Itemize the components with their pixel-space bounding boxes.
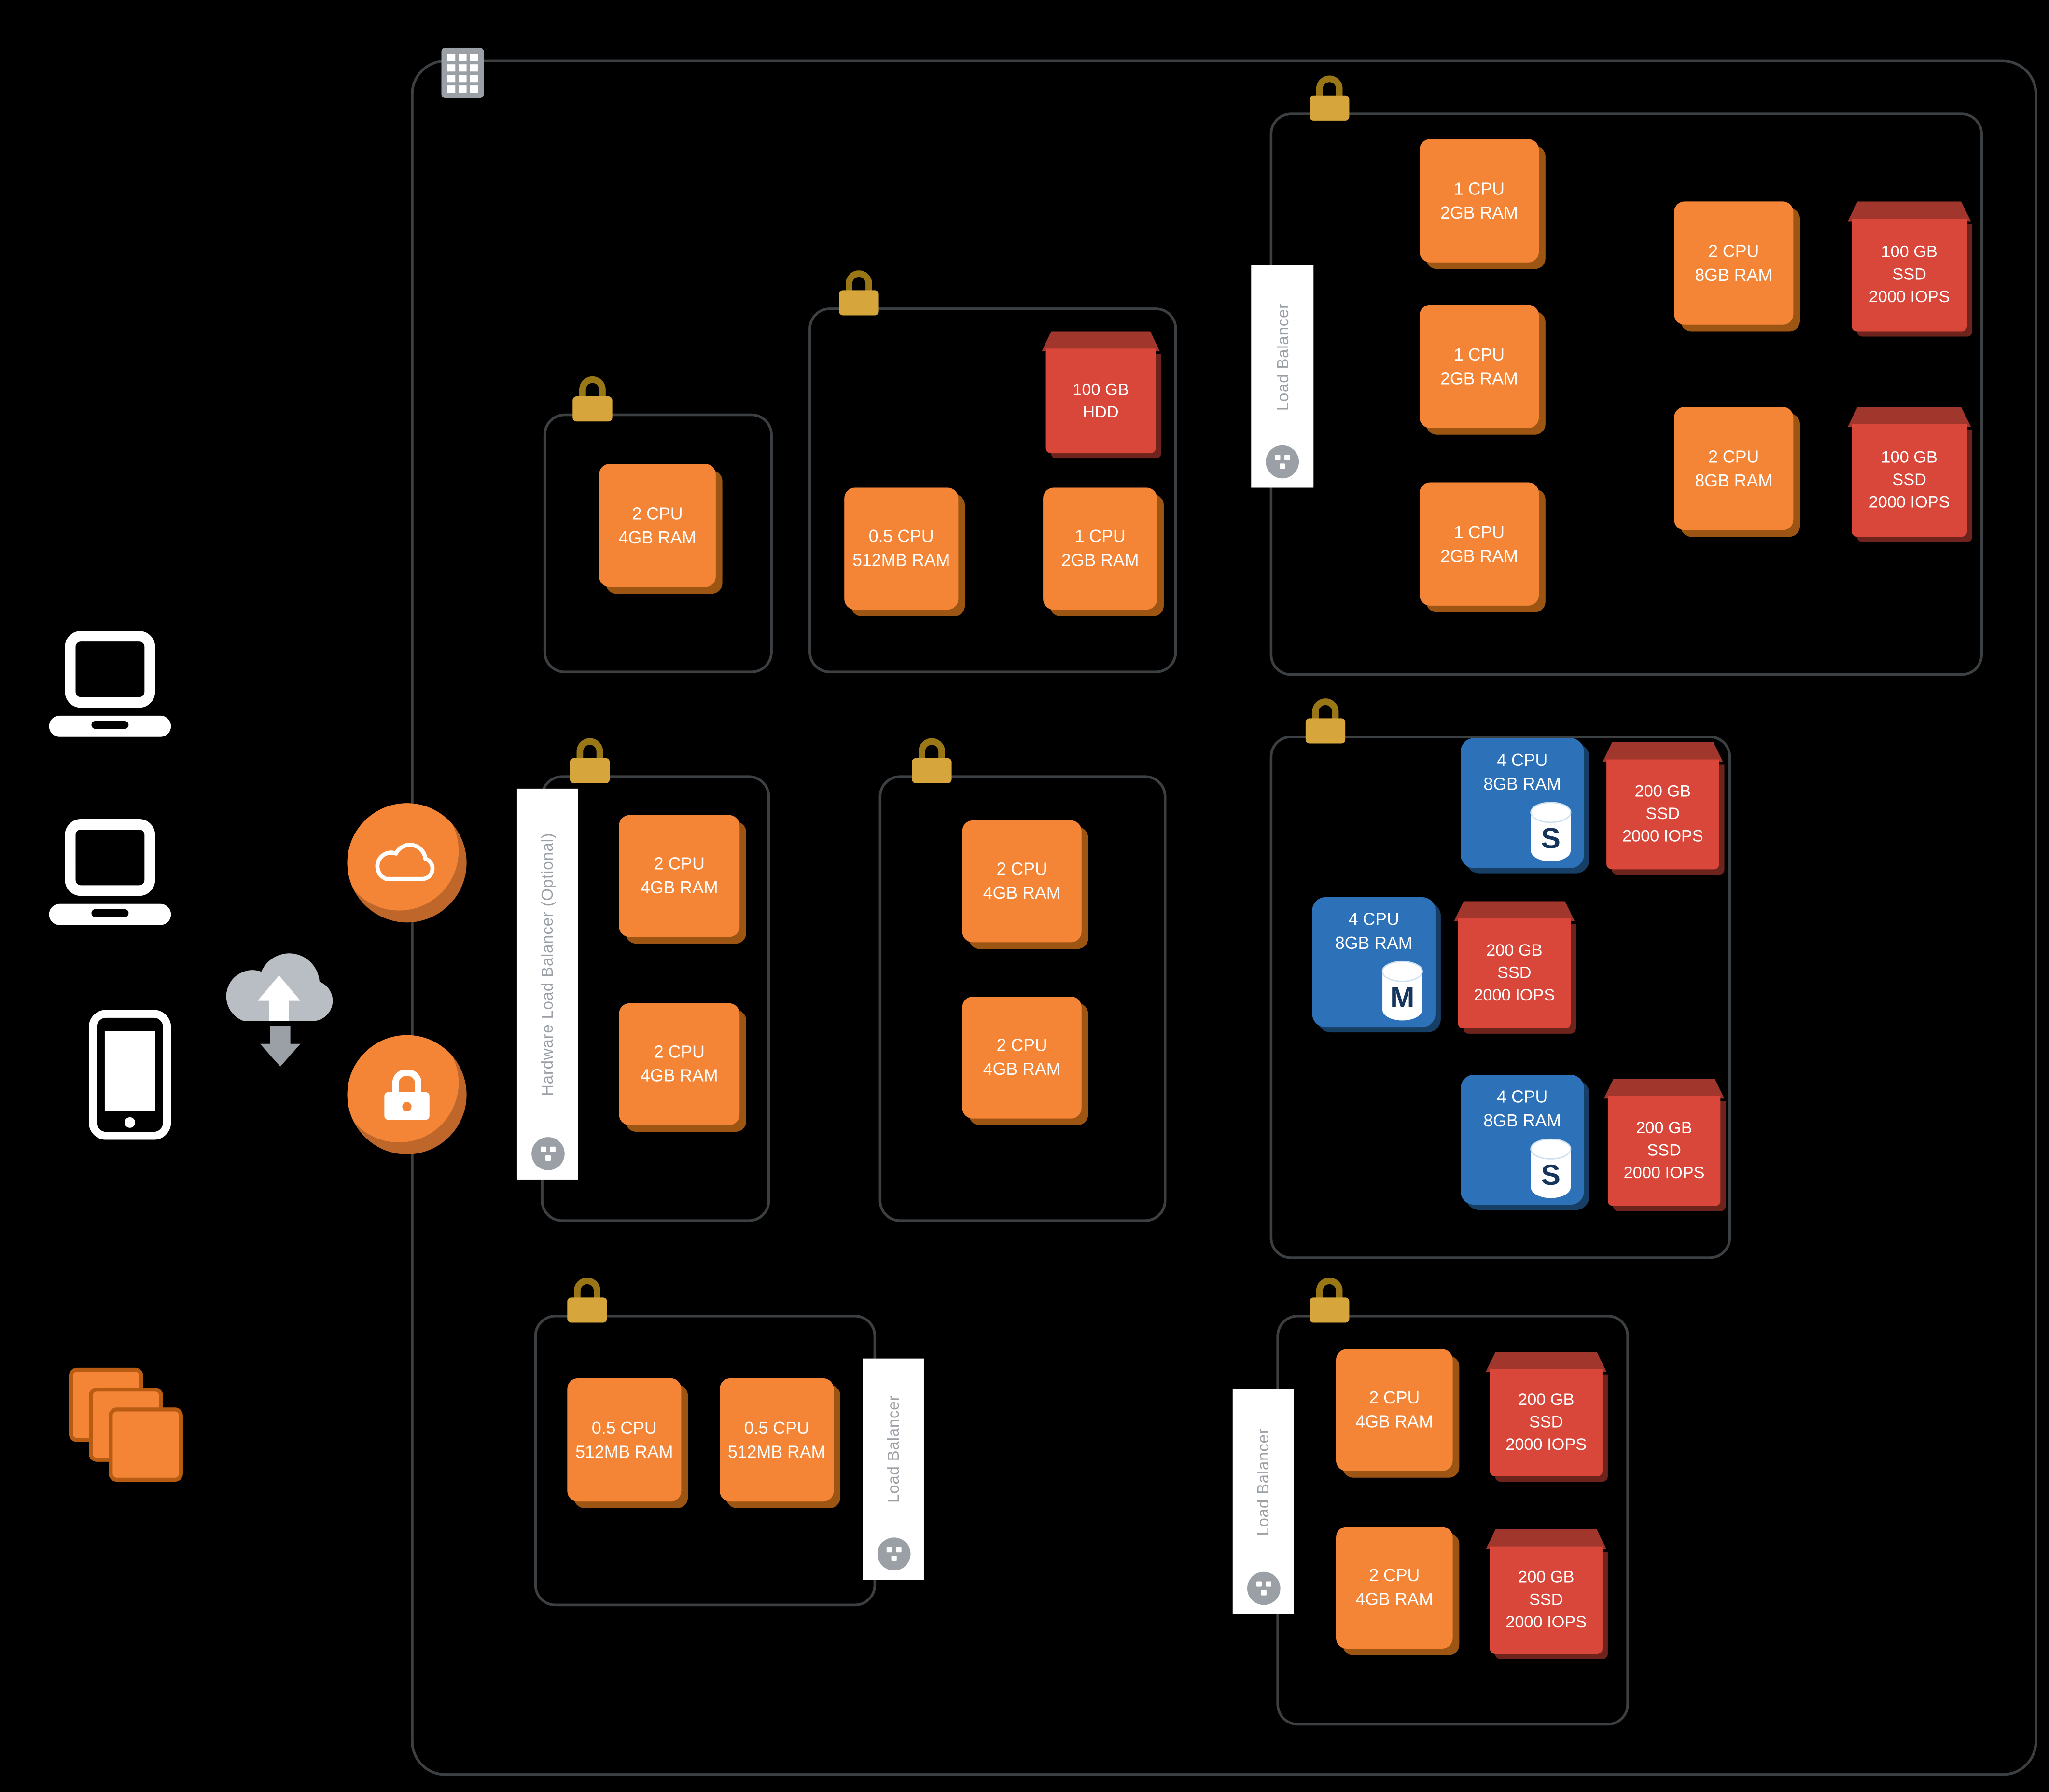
storage-node-label: 200 GB SSD 2000 IOPS: [1623, 1119, 1705, 1182]
compute-node-label: 0.5 CPU 512MB RAM: [727, 1418, 826, 1461]
compute-node: 2 CPU 8GB RAM: [1674, 407, 1794, 530]
compute-node-label: 0.5 CPU 512MB RAM: [852, 527, 950, 570]
database-icon: S: [1530, 1138, 1572, 1198]
compute-node: 1 CPU 2GB RAM: [1419, 139, 1539, 263]
load-balancer-icon: [1246, 1571, 1280, 1605]
database-icon: M: [1381, 960, 1423, 1021]
database-node: 4 CPU 8GB RAM M: [1312, 897, 1436, 1028]
padlock-icon: [1310, 75, 1350, 121]
lock-icon: [384, 1070, 430, 1120]
compute-node-label: 2 CPU 4GB RAM: [983, 859, 1061, 903]
compute-node-label: 1 CPU 2GB RAM: [1440, 179, 1518, 222]
internet-gateway-icon: [347, 803, 467, 923]
laptop-icon: [49, 819, 171, 925]
compute-node: 1 CPU 2GB RAM: [1043, 487, 1157, 610]
compute-node: 2 CPU 4GB RAM: [1336, 1527, 1453, 1649]
compute-node-label: 2 CPU 8GB RAM: [1695, 446, 1773, 490]
storage-node-label: 100 GB SSD 2000 IOPS: [1868, 448, 1950, 512]
padlock-icon: [567, 1278, 607, 1323]
database-icon: S: [1530, 802, 1572, 861]
compute-node: 2 CPU 8GB RAM: [1674, 201, 1794, 325]
compute-node: 2 CPU 4GB RAM: [962, 996, 1082, 1119]
load-balancer-label-plate: Load Balancer: [1251, 265, 1314, 488]
compute-node: 0.5 CPU 512MB RAM: [720, 1378, 834, 1502]
compute-node: 0.5 CPU 512MB RAM: [844, 487, 959, 610]
compute-node: 1 CPU 2GB RAM: [1419, 305, 1539, 428]
svg-text:M: M: [1390, 981, 1414, 1014]
padlock-icon: [572, 376, 613, 422]
storage-node: 200 GB SSD 2000 IOPS: [1606, 742, 1719, 870]
compute-node-label: 1 CPU 2GB RAM: [1061, 527, 1139, 570]
compute-node-label: 2 CPU 4GB RAM: [618, 503, 697, 547]
storage-node-label: 200 GB SSD 2000 IOPS: [1505, 1568, 1587, 1632]
compute-node: 2 CPU 4GB RAM: [619, 815, 740, 937]
padlock-icon: [912, 738, 952, 783]
storage-node-label: 100 GB SSD 2000 IOPS: [1868, 243, 1950, 306]
load-balancer-icon: [877, 1537, 910, 1571]
compute-node-label: 2 CPU 4GB RAM: [1355, 1566, 1434, 1609]
padlock-icon: [1305, 698, 1346, 744]
compute-node-label: 0.5 CPU 512MB RAM: [575, 1418, 673, 1461]
load-balancer-label: Load Balancer: [884, 1395, 903, 1503]
database-node: 4 CPU 8GB RAM S: [1461, 1075, 1584, 1205]
compute-node-label: 2 CPU 8GB RAM: [1695, 241, 1773, 285]
load-balancer-icon: [530, 1137, 564, 1170]
storage-node: 100 GB SSD 2000 IOPS: [1852, 407, 1967, 537]
datacenter-building-icon: [441, 47, 484, 98]
storage-node: 100 GB HDD: [1045, 332, 1156, 454]
smartphone-icon: [88, 1010, 171, 1140]
instances-stack-icon: [69, 1367, 195, 1494]
load-balancer-label: Load Balancer: [1254, 1428, 1273, 1536]
compute-node: 1 CPU 2GB RAM: [1419, 482, 1539, 606]
storage-node: 200 GB SSD 2000 IOPS: [1490, 1352, 1603, 1477]
cloud-icon: [375, 843, 435, 881]
compute-node: 2 CPU 4GB RAM: [962, 820, 1082, 943]
database-node: 4 CPU 8GB RAM S: [1461, 738, 1584, 868]
hardware-load-balancer-label: Hardware Load Balancer (Optional): [538, 832, 557, 1096]
secure-gateway-icon: [347, 1035, 467, 1154]
compute-node-label: 1 CPU 2GB RAM: [1440, 344, 1518, 388]
data-transfer-icon: [226, 953, 333, 1067]
compute-node-label: 2 CPU 4GB RAM: [1355, 1388, 1434, 1431]
security-group-b: [808, 307, 1177, 673]
database-node-label: 4 CPU 8GB RAM: [1483, 750, 1561, 793]
compute-node-label: 1 CPU 2GB RAM: [1440, 522, 1518, 566]
load-balancer-label: Load Balancer: [1273, 303, 1292, 411]
security-group-f: [1269, 736, 1731, 1259]
security-group-e: [878, 775, 1167, 1222]
storage-node: 200 GB SSD 2000 IOPS: [1607, 1079, 1721, 1206]
storage-node-label: 200 GB SSD 2000 IOPS: [1474, 941, 1555, 1005]
compute-node-label: 2 CPU 4GB RAM: [640, 1042, 718, 1085]
database-node-label: 4 CPU 8GB RAM: [1483, 1086, 1561, 1130]
padlock-icon: [839, 270, 879, 316]
storage-node: 200 GB SSD 2000 IOPS: [1458, 901, 1571, 1028]
compute-node: 2 CPU 4GB RAM: [599, 464, 716, 587]
storage-node: 100 GB SSD 2000 IOPS: [1852, 201, 1967, 332]
storage-node-label: 200 GB SSD 2000 IOPS: [1505, 1390, 1587, 1454]
security-group-c: [1269, 112, 1983, 676]
security-group-a: [543, 413, 773, 673]
svg-text:S: S: [1541, 821, 1561, 854]
compute-node-label: 2 CPU 4GB RAM: [640, 854, 718, 898]
laptop-icon: [49, 631, 171, 737]
storage-node-label: 200 GB SSD 2000 IOPS: [1622, 782, 1703, 846]
storage-node-label: 100 GB HDD: [1073, 380, 1129, 421]
compute-node: 2 CPU 4GB RAM: [1336, 1349, 1453, 1472]
load-balancer-icon: [1266, 445, 1299, 479]
compute-node: 0.5 CPU 512MB RAM: [567, 1378, 682, 1502]
hardware-load-balancer-label-plate: Hardware Load Balancer (Optional): [516, 788, 578, 1180]
storage-node: 200 GB SSD 2000 IOPS: [1490, 1529, 1603, 1654]
database-node-label: 4 CPU 8GB RAM: [1335, 909, 1413, 953]
svg-text:S: S: [1541, 1158, 1561, 1191]
compute-node-label: 2 CPU 4GB RAM: [983, 1035, 1061, 1079]
padlock-icon: [1310, 1278, 1350, 1323]
load-balancer-label-plate: Load Balancer: [1232, 1389, 1294, 1614]
padlock-icon: [570, 738, 610, 783]
load-balancer-label-plate: Load Balancer: [863, 1358, 924, 1580]
compute-node: 2 CPU 4GB RAM: [619, 1003, 740, 1125]
